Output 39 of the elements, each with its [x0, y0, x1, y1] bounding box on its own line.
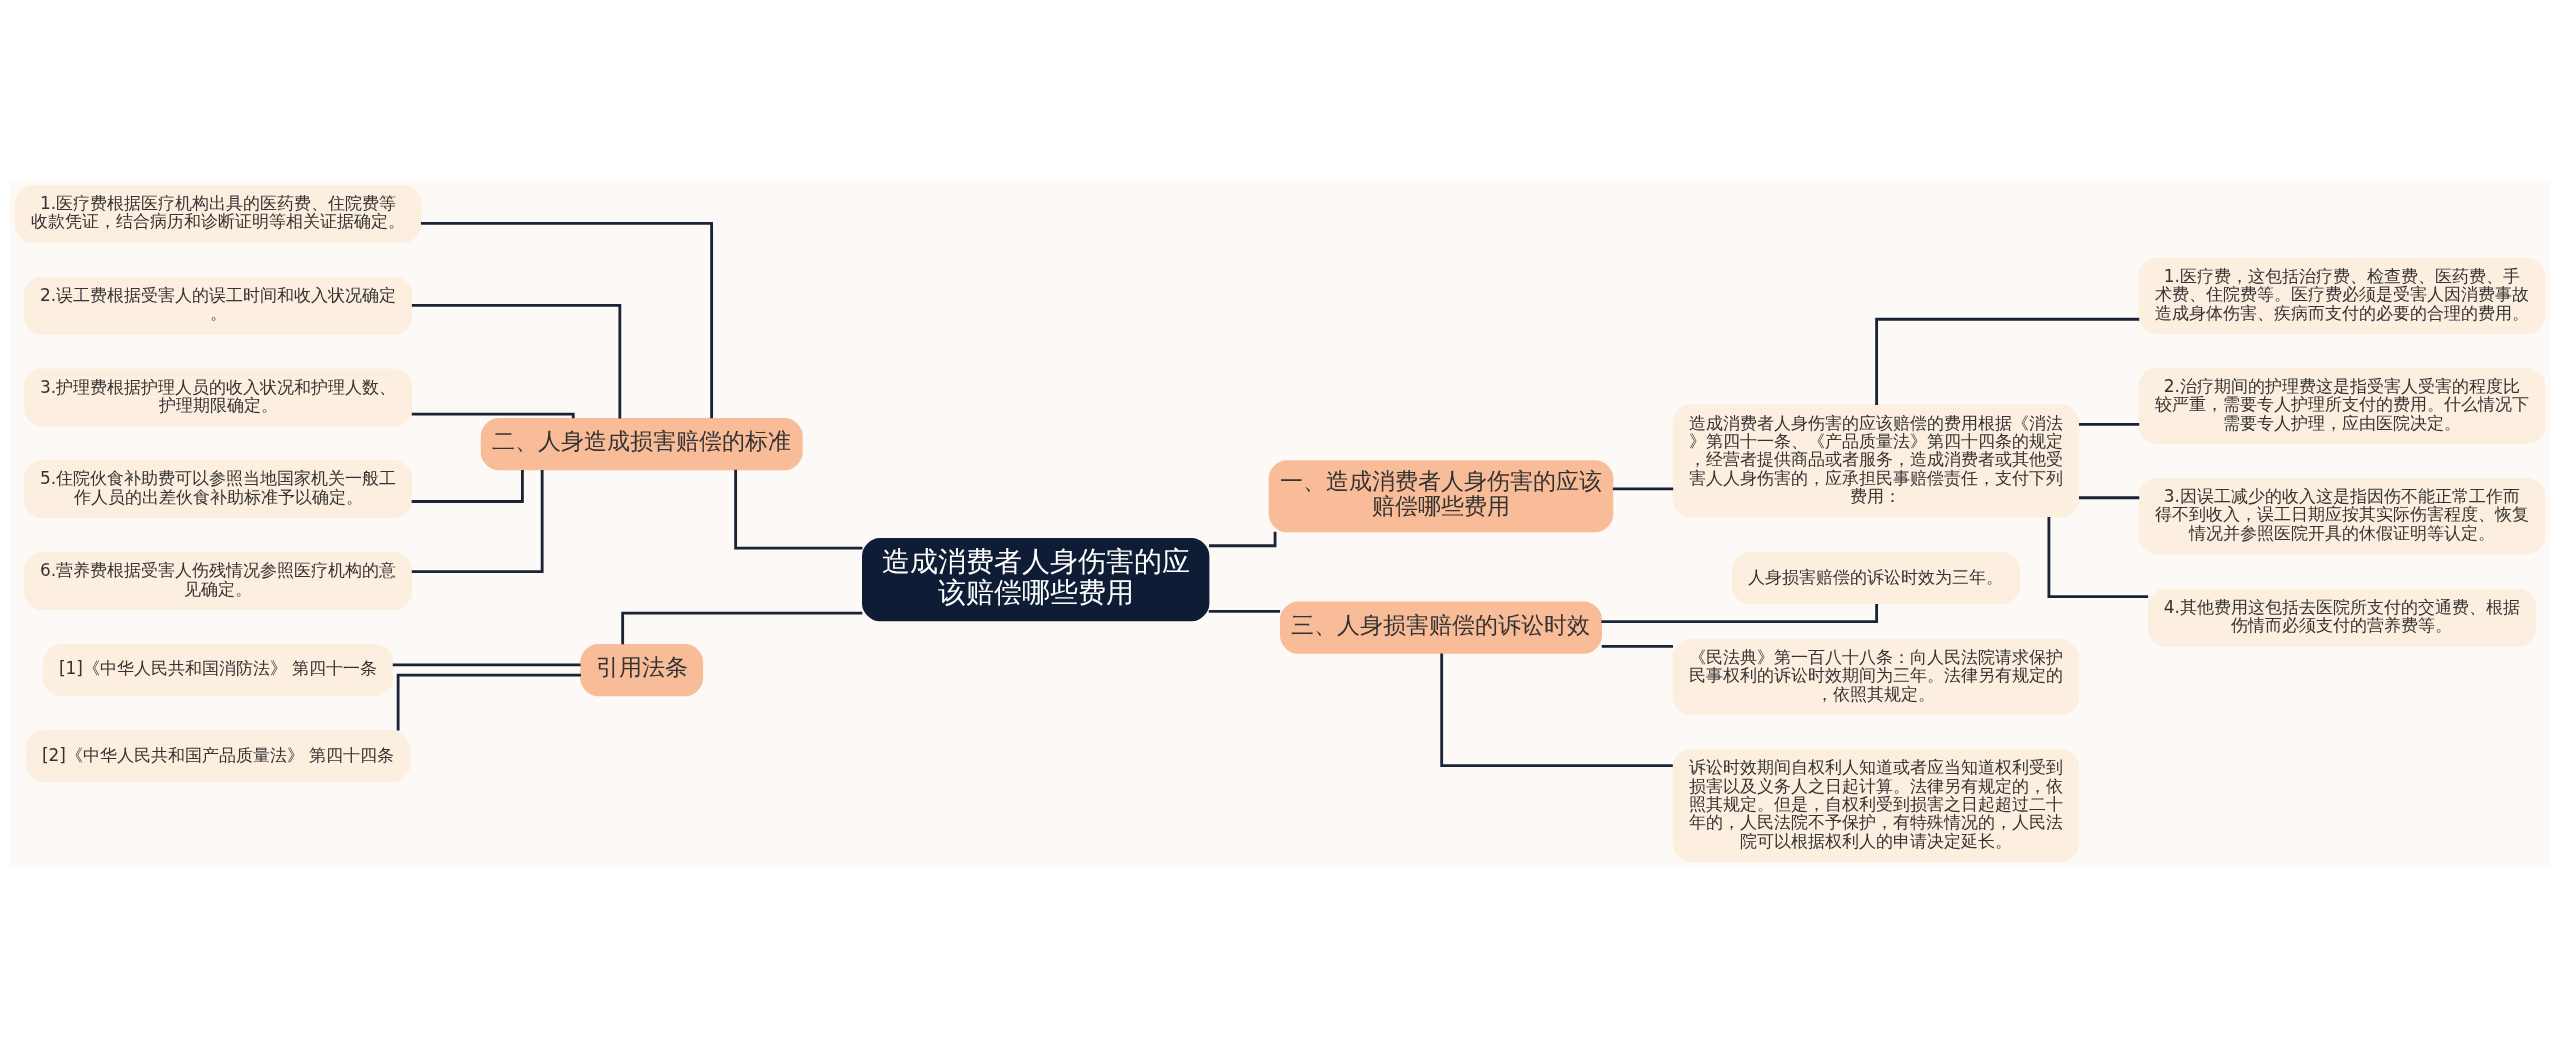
node-box: 2.治疗期间的护理费这是指受害人受害的程度比较严重，需要专人护理所支付的费用。什么情况下需要专人护理，应由医院决定。: [2138, 367, 2546, 445]
node-box: 3.护理费根据护理人员的收入状况和护理人数、护理期限确定。: [23, 368, 413, 427]
node-box: [1]《中华人民共和国消防法》 第四十一条: [42, 643, 394, 697]
connector: [1208, 610, 1281, 613]
connector: [1875, 317, 2140, 405]
node-box: 6.营养费根据受害人伤残情况参照医疗机构的意见确定。: [23, 552, 413, 610]
node-box: 诉讼时效期间自权利人知道或者应当知道权利受到损害以及义务人之日起计算。法律另有规定的，依照其规定。但是，自权利受到损害之日起超过二十年的，人民法院不予保护，有特殊情况的，人民法院可以根据权利人的申请决定延长。: [1672, 749, 2080, 863]
connector: [411, 303, 622, 419]
connector: [420, 221, 714, 419]
node-box: 5.住院伙食补助费可以参照当地国家机关一般工作人员的出差伙食补助标准予以确定。: [23, 460, 413, 519]
node-box: [2]《中华人民共和国产品质量法》 第四十四条: [26, 730, 411, 783]
connector: [392, 663, 581, 667]
node-box: 1.医疗费，这包括治疗费、检查费、医药费、手术费、住院费等。医疗费必须是受害人因消费事故造成身体伤害、疾病而支付的必要的合理的费用。: [2138, 257, 2546, 334]
connector: [1440, 653, 1673, 768]
node-box: 造成消费者人身伤害的应该赔偿哪些费用: [862, 537, 1210, 622]
connector: [1209, 531, 1277, 548]
node-box: 一、造成消费者人身伤害的应该赔偿哪些费用: [1268, 460, 1614, 533]
connector: [621, 611, 863, 645]
connector: [396, 673, 581, 731]
connector: [1612, 487, 1674, 491]
connector: [734, 469, 863, 550]
connector: [411, 470, 524, 503]
node-box: 4.其他费用这包括去医院所支付的交通费、根据伤情而必须支付的营养费等。: [2147, 588, 2537, 647]
connector: [411, 469, 544, 574]
node-box: 1.医疗费根据医疗机构出具的医药费、住院费等收款凭证，结合病历和诊断证明等相关证据确定。: [14, 184, 422, 243]
node-box: 2.误工费根据受害人的误工时间和收入状况确定。: [23, 276, 413, 335]
connector: [2078, 422, 2140, 426]
connector: [411, 412, 575, 419]
node-box: 引用法条: [580, 643, 704, 697]
connector: [1601, 644, 1673, 648]
connector: [2078, 496, 2140, 500]
node-box: 人身损害赔偿的诉讼时效为三年。: [1731, 552, 2020, 605]
node-box: 二、人身造成损害赔偿的标准: [480, 417, 803, 471]
connector: [2047, 516, 2149, 598]
node-box: 三、人身损害赔偿的诉讼时效: [1280, 601, 1602, 654]
node-box: 《民法典》第一百八十八条：向人民法院请求保护民事权利的诉讼时效期间为三年。法律另有规定的，依照其规定。: [1672, 638, 2080, 716]
node-box: 3.因误工减少的收入这是指因伤不能正常工作而得不到收入，误工日期应按其实际伤害程度、恢复情况并参照医院开具的休假证明等认定。: [2138, 477, 2546, 555]
connector: [1601, 604, 1879, 624]
node-box: 造成消费者人身伤害的应该赔偿的费用根据《消法》第四十一条、《产品质量法》第四十四条的规定，经营者提供商品或者服务，造成消费者或其他受害人人身伤害的，应承担民事赔偿责任，支付下列费用：: [1672, 404, 2080, 518]
